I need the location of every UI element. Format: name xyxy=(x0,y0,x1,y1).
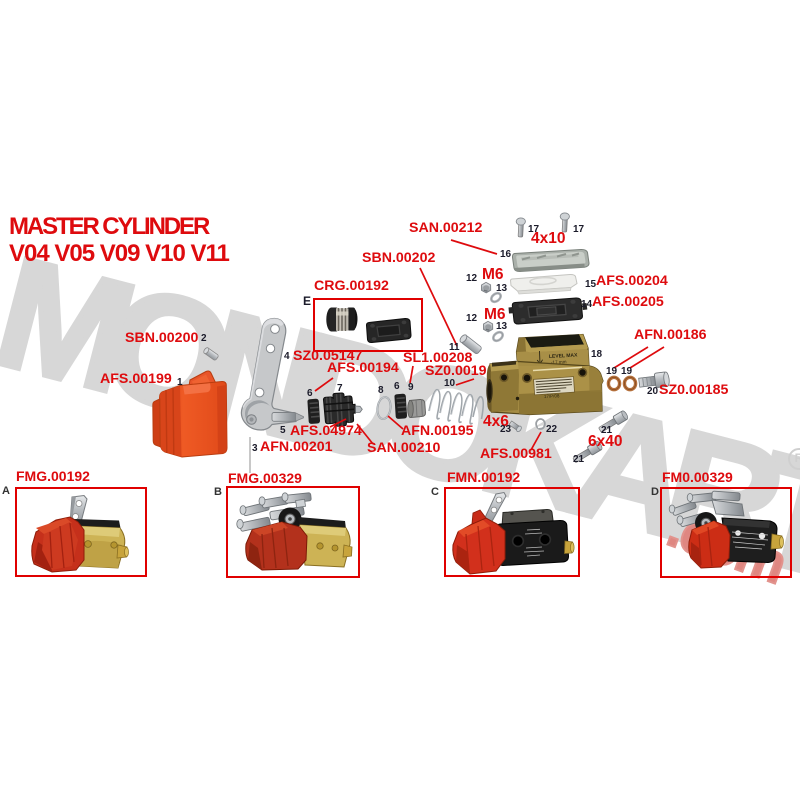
svg-text:-17 mm: -17 mm xyxy=(551,359,567,365)
svg-text:LEVEL MAX: LEVEL MAX xyxy=(549,352,578,360)
svg-text:17/P/08: 17/P/08 xyxy=(544,393,560,399)
